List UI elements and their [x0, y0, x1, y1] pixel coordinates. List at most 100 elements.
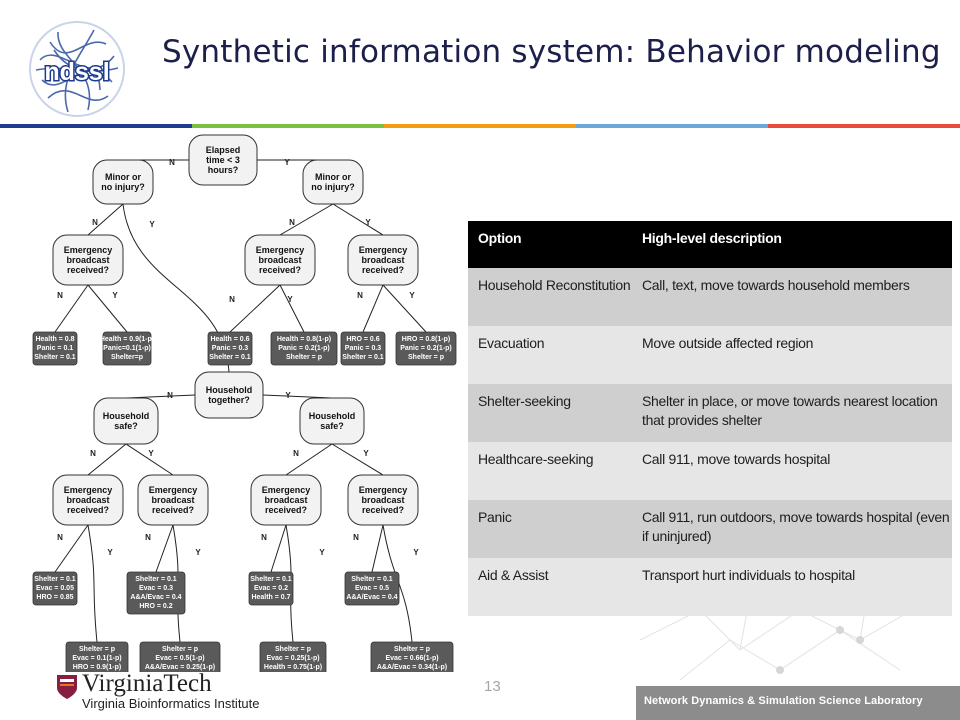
- decision-node-label: Elapsed: [206, 145, 241, 155]
- outcome-node-box: [248, 571, 294, 606]
- outcome-probability: Health = 0.8(1-p): [277, 336, 331, 343]
- branch-label: Y: [148, 449, 154, 458]
- decision-node-label: Minor or: [105, 172, 141, 182]
- decision-node-box: [52, 474, 124, 526]
- outcome-probability: Evac = 0.25(1-p): [266, 655, 319, 662]
- decision-node-box: [92, 159, 154, 205]
- tree-edge: [362, 284, 384, 333]
- outcome-node: HRO = 0.8(1-p)Panic = 0.2(1-p)Shelter = …: [395, 331, 457, 366]
- outcome-probability: HRO = 0.6: [346, 336, 379, 343]
- outcome-probability: Evac = 0.05: [36, 585, 74, 592]
- decision-node-label: broadcast: [361, 495, 404, 505]
- decision-node-label: Minor or: [315, 172, 351, 182]
- outcome-node-box: [270, 331, 338, 366]
- description-cell: Shelter in place, or move towards neares…: [632, 384, 952, 442]
- branch-label: Y: [413, 548, 419, 557]
- outcome-node-box: [126, 571, 186, 615]
- branch-label: Y: [284, 158, 290, 167]
- decision-node-label: safe?: [114, 421, 138, 431]
- outcome-probability: Shelter = 0.1: [135, 576, 177, 583]
- outcome-probability: Shelter=p: [111, 354, 143, 361]
- description-cell: Move outside affected region: [632, 326, 952, 384]
- institute-name: Virginia Bioinformatics Institute: [82, 696, 260, 711]
- outcome-probability: Evac = 0.3: [139, 585, 173, 592]
- outcome-probability: HRO = 0.2: [139, 603, 172, 610]
- table-row: Household Reconstitution Call, text, mov…: [468, 268, 952, 326]
- outcome-node-box: [344, 571, 400, 606]
- description-cell: Call 911, run outdoors, move towards hos…: [632, 500, 952, 558]
- decision-node-label: Household: [206, 385, 253, 395]
- outcome-probability: Panic=0.1(1-p): [103, 345, 151, 352]
- outcome-probability: Shelter = p: [394, 646, 430, 653]
- branch-label: Y: [409, 291, 415, 300]
- decision-node-box: [188, 134, 258, 186]
- decision-node-box: [302, 159, 364, 205]
- outcome-probability: HRO = 0.85: [36, 594, 73, 601]
- decision-node-box: [194, 371, 264, 419]
- lab-name: Network Dynamics & Simulation Science La…: [644, 695, 923, 707]
- outcome-probability: Panic = 0.3: [212, 345, 248, 352]
- decision-node-box: [244, 234, 316, 286]
- branch-label: Y: [363, 449, 369, 458]
- accent-segment: [192, 124, 384, 128]
- outcome-probability: Shelter = p: [79, 646, 115, 653]
- decision-node-box: [347, 474, 419, 526]
- option-cell: Aid & Assist: [468, 558, 632, 616]
- decision-node-label: broadcast: [361, 255, 404, 265]
- outcome-node: Shelter = p Evac = 0.66(1-p) A&A/Evac = 0.…: [370, 641, 454, 672]
- outcome-probability: Shelter = 0.1: [342, 354, 384, 361]
- branch-label: N: [293, 449, 299, 458]
- outcome-probability: A&A/Evac = 0.4: [346, 594, 397, 601]
- branch-label: N: [57, 291, 63, 300]
- decision-node-label: hours?: [208, 165, 239, 175]
- outcome-probability: Shelter = p: [286, 354, 322, 361]
- branch-label: N: [167, 391, 173, 400]
- institution-name: VirginiaTech: [82, 670, 212, 697]
- branch-label: Y: [112, 291, 118, 300]
- description-cell: Call 911, move towards hospital: [632, 442, 952, 500]
- tree-edge: [229, 284, 281, 333]
- outcome-probability: A&A/Evac = 0.34(1-p): [377, 664, 447, 671]
- page-title: Synthetic information system: Behavior m…: [162, 34, 941, 70]
- decision-node-label: no injury?: [311, 182, 355, 192]
- branch-label: N: [90, 449, 96, 458]
- branch-label: N: [261, 533, 267, 542]
- decision-node-box: [93, 397, 159, 445]
- vt-shield-icon: [57, 675, 77, 699]
- option-cell: Panic: [468, 500, 632, 558]
- decision-node-label: received?: [67, 265, 109, 275]
- description-cell: Call, text, move towards household membe…: [632, 268, 952, 326]
- decision-node-label: broadcast: [151, 495, 194, 505]
- outcome-node: Health = 0.9(1-p)Panic=0.1(1-p)Shelter=p: [100, 331, 154, 366]
- decision-node-label: received?: [362, 265, 404, 275]
- branch-label: N: [357, 291, 363, 300]
- outcome-probability: Panic = 0.1: [37, 345, 73, 352]
- branch-label: N: [92, 218, 98, 227]
- branch-label: Y: [365, 218, 371, 227]
- outcome-node-box: [340, 331, 386, 366]
- outcome-probability: A&A/Evac = 0.4: [130, 594, 181, 601]
- tree-edge: [270, 524, 287, 573]
- option-cell: Healthcare-seeking: [468, 442, 632, 500]
- decision-node-label: received?: [67, 505, 109, 515]
- tree-edge: [279, 284, 305, 333]
- decision-node-label: time < 3: [206, 155, 240, 165]
- tree-edge: [285, 443, 333, 476]
- decision-node-box: [250, 474, 322, 526]
- outcome-probability: Evac = 0.66(1-p): [385, 655, 438, 662]
- decision-node-label: received?: [265, 505, 307, 515]
- outcome-probability: Shelter = 0.1: [250, 576, 292, 583]
- decision-node-label: Emergency: [359, 485, 408, 495]
- tree-edge: [382, 284, 427, 333]
- decision-node-box: [347, 234, 419, 286]
- decision-node-label: Household: [103, 411, 150, 421]
